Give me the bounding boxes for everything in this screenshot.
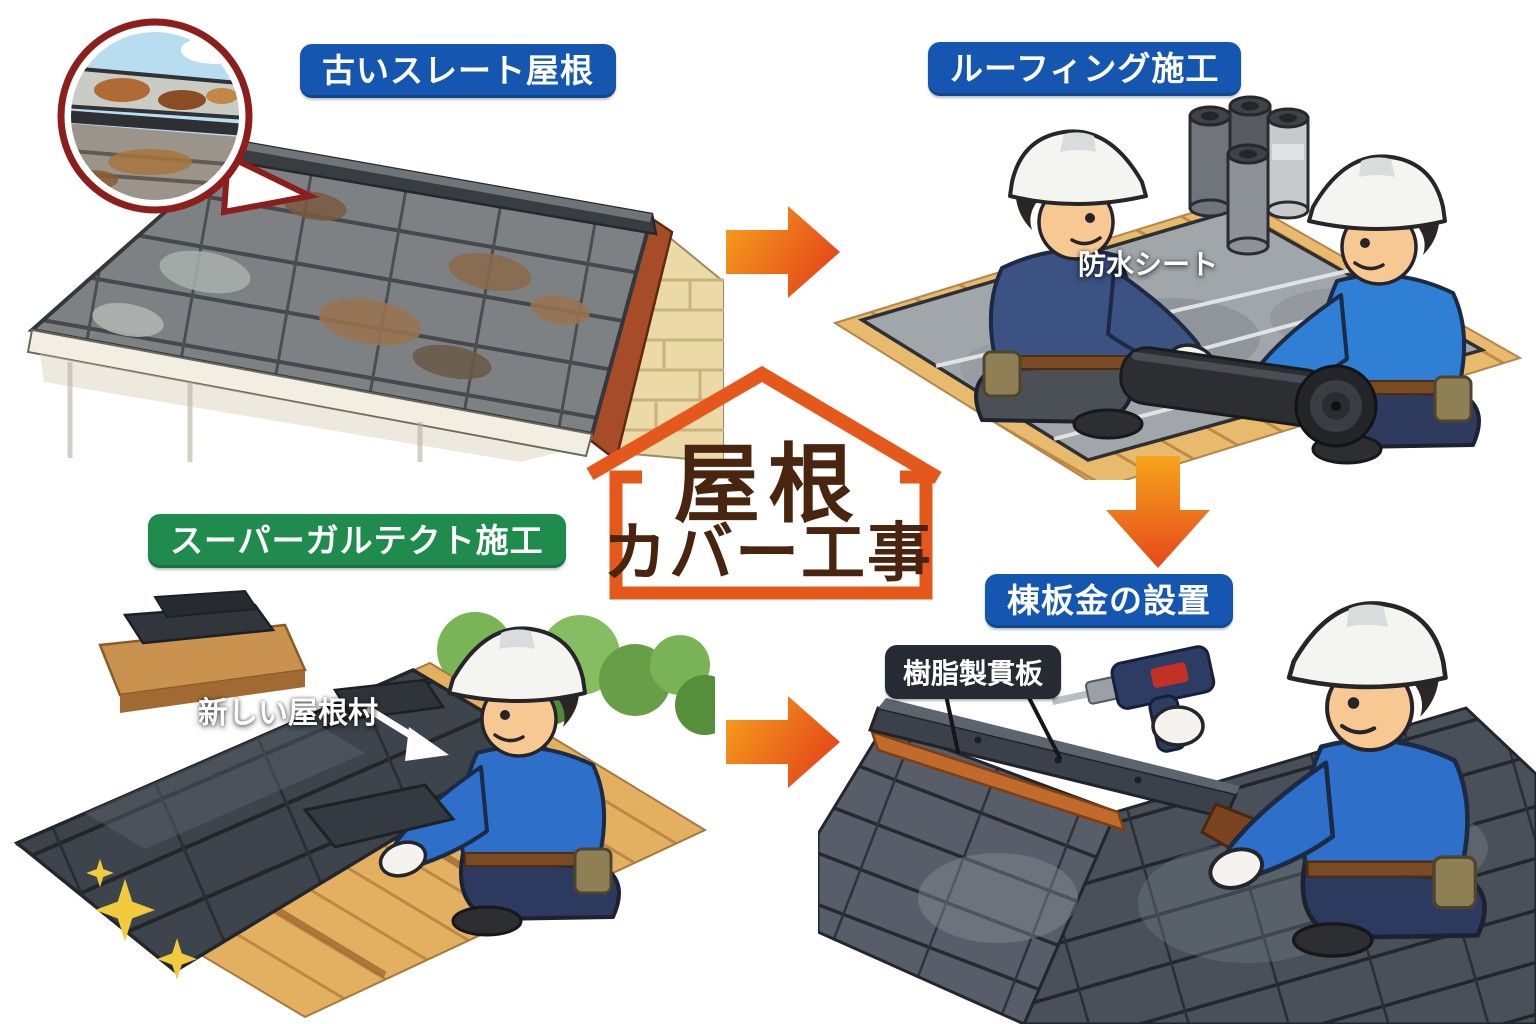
center-house-badge	[586, 365, 942, 600]
step-label-metal-roofing: スーパーガルテクト施工	[148, 514, 566, 568]
new-roof-material-caption: 新しい屋根村	[198, 696, 378, 731]
drill-red-detail	[1150, 662, 1189, 688]
house-body-outline	[609, 470, 933, 600]
panel-stacks	[98, 589, 446, 721]
callout-tail	[220, 151, 320, 216]
flow-arrow-down-icon	[1106, 456, 1210, 568]
underlayment-install-illustration	[832, 95, 1523, 480]
step-label-underlayment: ルーフィング施工	[928, 42, 1242, 96]
old-slate-roof-illustration	[26, 18, 724, 462]
step-label-old-roof: 古いスレート屋根	[300, 44, 616, 98]
gable-wall-brick	[608, 226, 724, 462]
wall-below-eave	[40, 354, 560, 462]
ridge-cap-install-illustration	[818, 598, 1536, 1024]
waterproof-sheet-caption: 防水シート	[1078, 248, 1219, 281]
drill-bit	[1051, 689, 1093, 705]
metal-roofing-install-illustration	[13, 589, 715, 1019]
panel-being-placed	[302, 783, 456, 849]
resin-batten-callout: 樹脂製貫板	[885, 645, 1062, 699]
damage-magnifier-callout	[57, 18, 320, 216]
resin-batten-strip	[870, 730, 1126, 832]
flow-arrow-right-bottom-icon	[726, 696, 840, 788]
eave-fascia	[26, 328, 594, 458]
flow-arrow-right-top-icon	[726, 206, 840, 298]
center-badge-line2: カバー工事	[603, 517, 933, 591]
center-badge-line1: 屋根	[674, 435, 862, 535]
roll-label-band	[1272, 144, 1304, 160]
unrolling-black-roll	[1119, 346, 1378, 448]
pointer-arrow-white	[366, 706, 449, 761]
house-roof-outline	[586, 365, 942, 485]
step-label-ridge-cap: 棟板金の設置	[985, 574, 1233, 628]
tile-wear-stains	[92, 191, 590, 380]
glove-on-drill	[1151, 705, 1205, 747]
stacked-rolls	[1188, 95, 1310, 256]
